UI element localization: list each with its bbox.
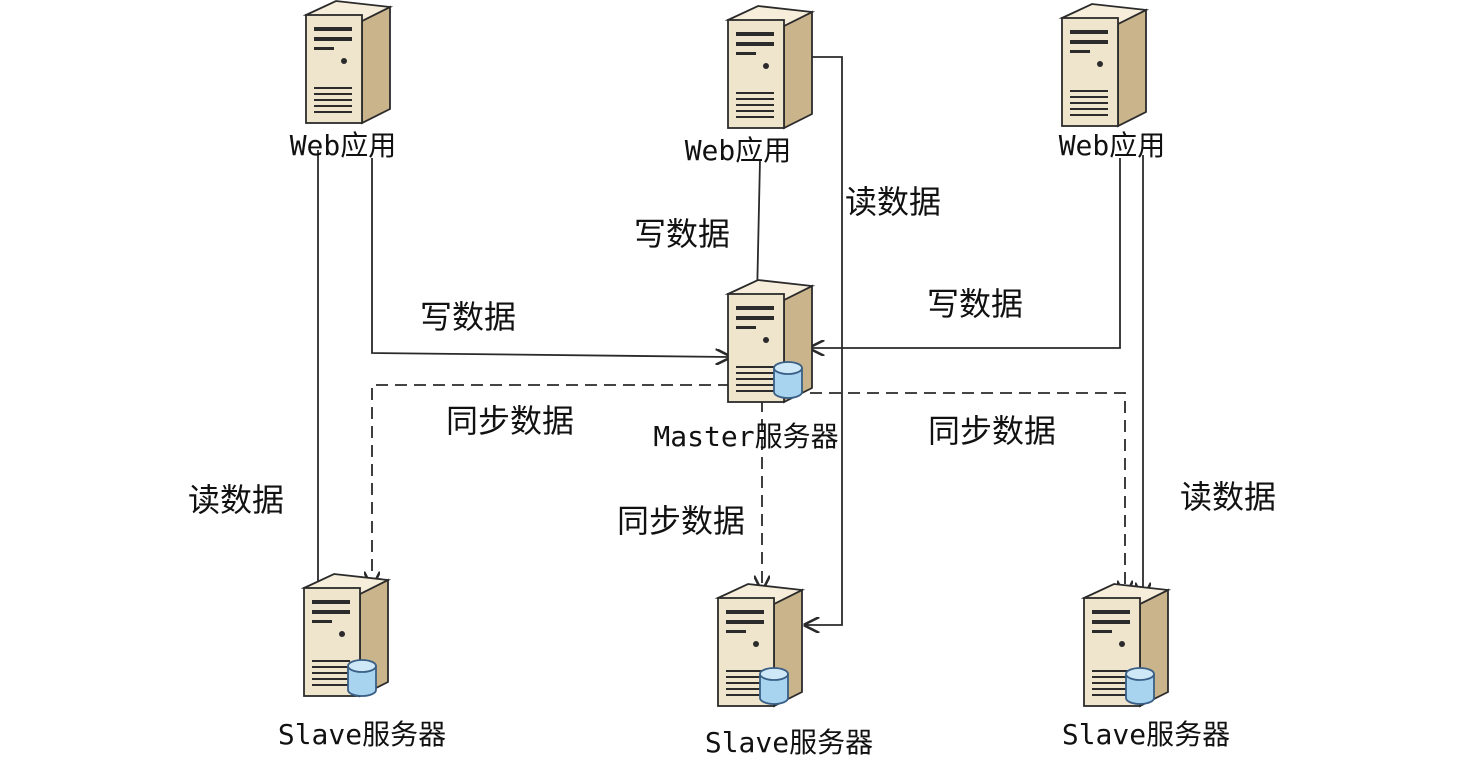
web3-node xyxy=(1061,3,1147,127)
database-cylinder-icon xyxy=(347,659,377,697)
web2-read-label: 读数据 xyxy=(845,183,941,221)
slave1-node xyxy=(303,573,389,697)
web3-read-label: 读数据 xyxy=(1180,478,1276,516)
slave2-label: Slave服务器 xyxy=(705,726,873,759)
edge-master-sync-slave3 xyxy=(810,392,1125,595)
slave2-node xyxy=(717,583,803,707)
slave3-node xyxy=(1083,583,1169,707)
sync3-label: 同步数据 xyxy=(928,412,1056,450)
web1-read-label: 读数据 xyxy=(188,481,284,519)
sync1-label: 同步数据 xyxy=(446,402,574,440)
web2-node xyxy=(727,5,813,129)
server-tower-icon xyxy=(1061,3,1147,127)
edge-master-sync-slave1 xyxy=(372,384,730,586)
master-label: Master服务器 xyxy=(653,420,838,453)
web2-write-label: 写数据 xyxy=(634,215,730,253)
server-tower-icon xyxy=(727,5,813,129)
web2-label: Web应用 xyxy=(685,134,792,167)
web3-label: Web应用 xyxy=(1059,129,1166,162)
edge-web2-read-slave2 xyxy=(805,56,843,625)
web1-label: Web应用 xyxy=(290,129,397,162)
edges xyxy=(318,56,1143,625)
edge-web1-write-master xyxy=(371,158,730,357)
database-cylinder-icon xyxy=(1125,667,1155,705)
server-tower-icon xyxy=(305,0,391,124)
database-cylinder-icon xyxy=(759,667,789,705)
edge-web2-write-master xyxy=(757,159,760,298)
edge-web3-write-master xyxy=(810,158,1121,348)
web3-write-label: 写数据 xyxy=(927,285,1023,323)
master-node xyxy=(727,279,813,403)
database-cylinder-icon xyxy=(773,361,803,399)
web1-node xyxy=(305,0,391,124)
slave1-label: Slave服务器 xyxy=(278,718,446,751)
slave3-label: Slave服务器 xyxy=(1062,718,1230,751)
web1-write-label: 写数据 xyxy=(420,298,516,336)
sync2-label: 同步数据 xyxy=(617,502,745,540)
